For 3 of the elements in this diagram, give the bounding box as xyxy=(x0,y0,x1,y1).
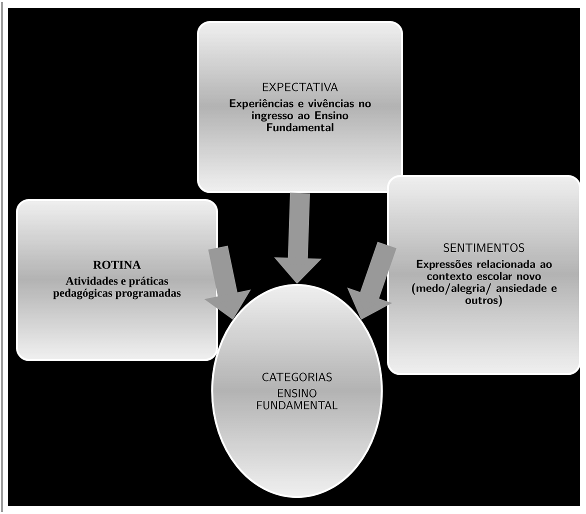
category-box: ROTINA Atividades e práticas pedagógicas programadas xyxy=(16,199,218,361)
category-box: EXPECTATIVA Experiências e vivências no ingresso ao Ensino Fundamental xyxy=(197,21,403,193)
category-box: SENTIMENTOS Expressões relacionada ao contexto escolar novo (medo/alegria/ ansiedade e outros) xyxy=(387,175,581,375)
